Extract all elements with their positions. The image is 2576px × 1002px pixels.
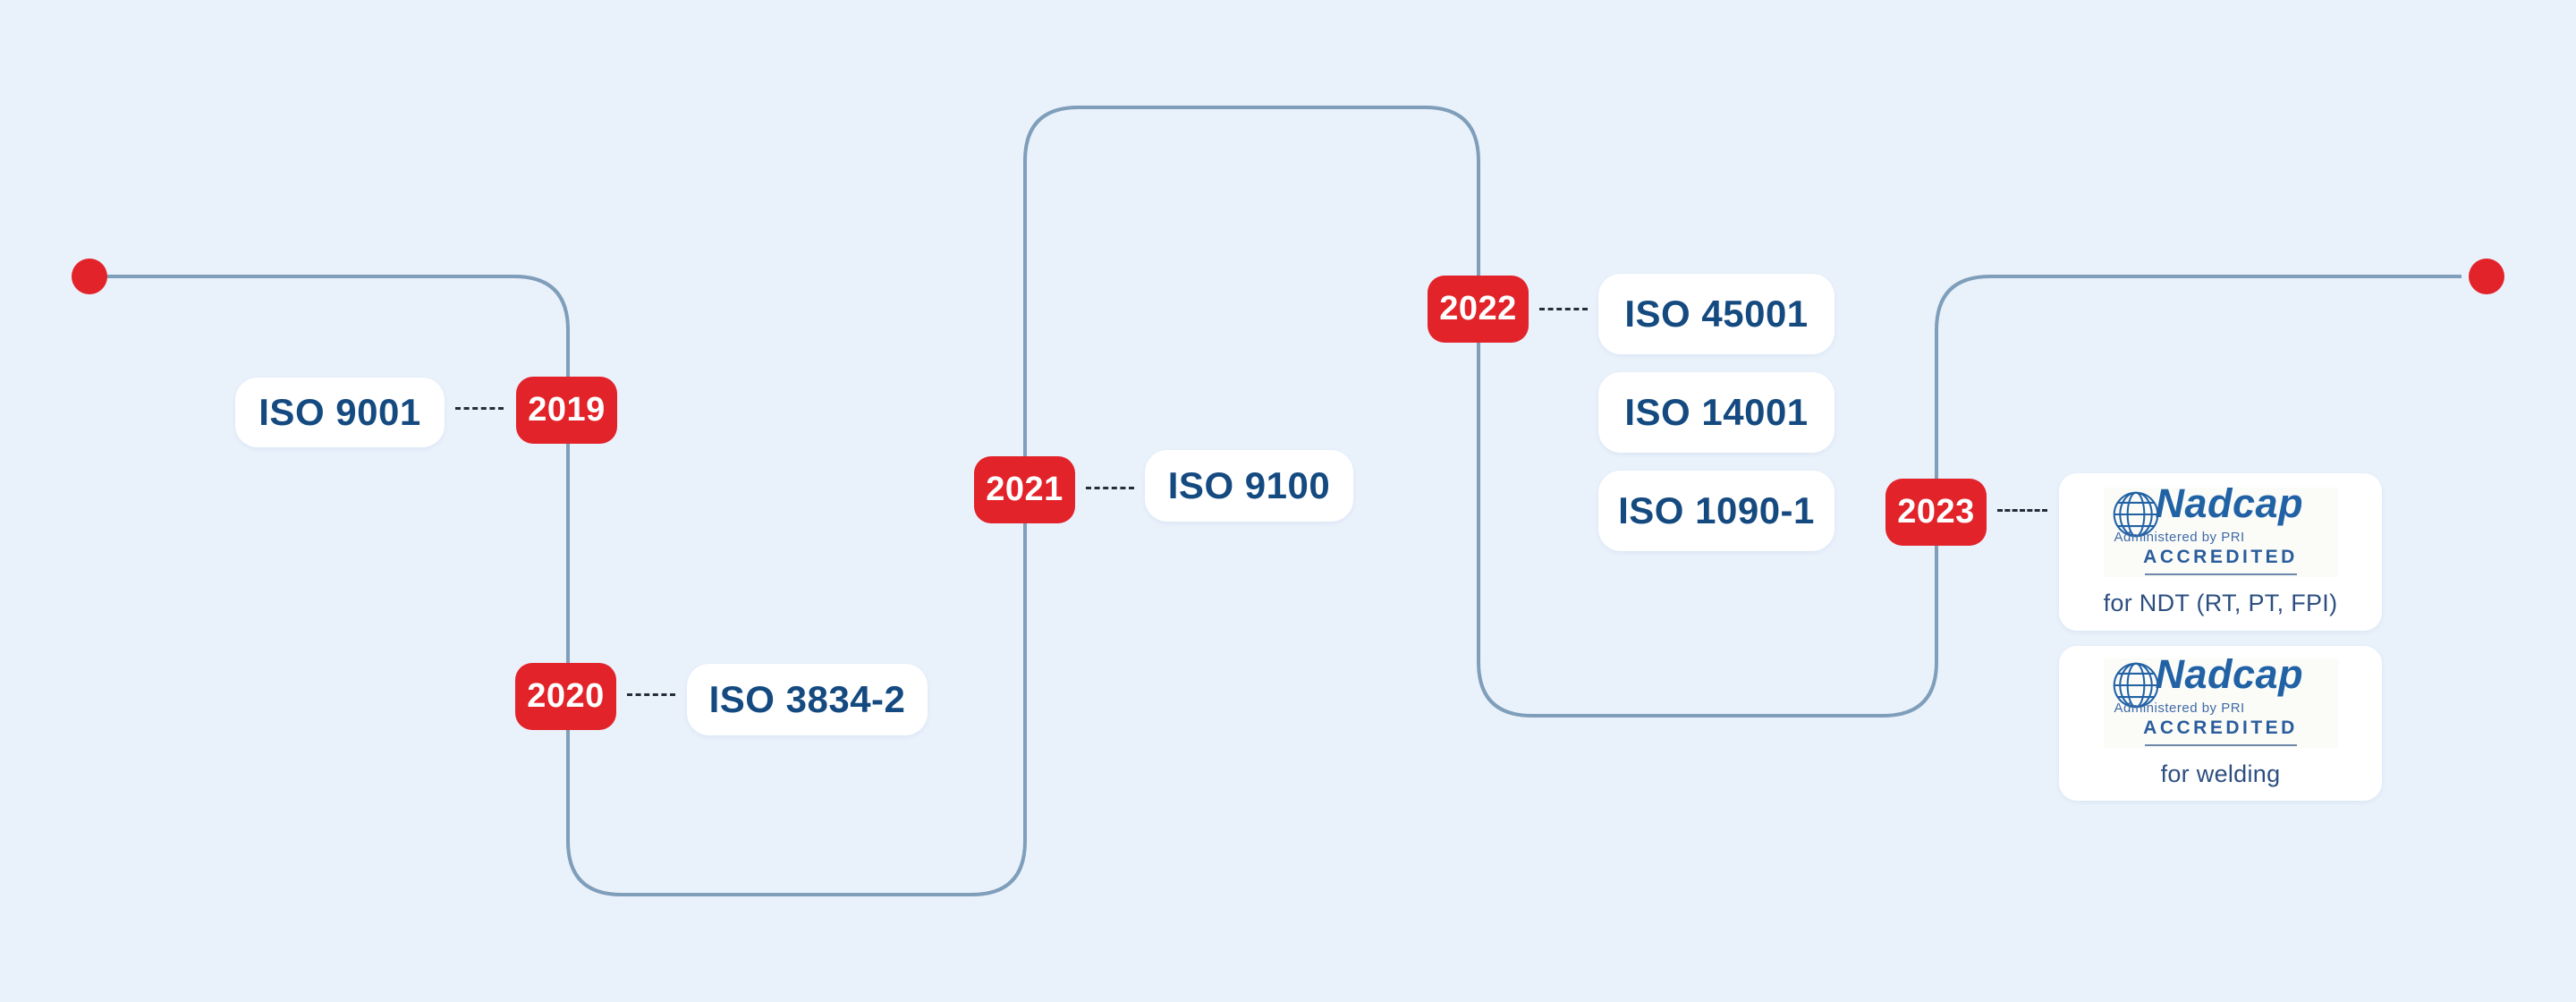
year-badge-2020: 2020: [515, 663, 616, 730]
nadcap-card-welding: Nadcap Administered by PRI ACCREDITED fo…: [2059, 646, 2382, 801]
nadcap-accredited-label: ACCREDITED: [2143, 546, 2298, 567]
year-badge-2019: 2019: [516, 377, 617, 444]
nadcap-wordmark: Nadcap: [2155, 480, 2304, 526]
nadcap-logo: Nadcap Administered by PRI ACCREDITED: [2103, 651, 2338, 748]
iso-card-14001: ISO 14001: [1598, 372, 1835, 453]
timeline-start-dot: [72, 259, 107, 294]
accredited-rule: [2144, 744, 2297, 746]
nadcap-card-ndt: Nadcap Administered by PRI ACCREDITED fo…: [2059, 473, 2382, 631]
connector-2021: [1086, 487, 1134, 489]
nadcap-logo: Nadcap Administered by PRI ACCREDITED: [2103, 480, 2338, 577]
iso-card-1090-1: ISO 1090-1: [1598, 471, 1835, 551]
connector-2019: [455, 407, 504, 410]
year-badge-2022: 2022: [1428, 276, 1529, 343]
globe-icon: [2113, 491, 2158, 537]
timeline-path: [89, 106, 2462, 896]
connector-2023: [1997, 509, 2047, 512]
nadcap-accredited-label: ACCREDITED: [2143, 718, 2298, 738]
iso-card-3834-2: ISO 3834-2: [687, 664, 928, 735]
nadcap-scope-ndt: for NDT (RT, PT, FPI): [2103, 589, 2338, 616]
iso-card-45001: ISO 45001: [1598, 274, 1835, 354]
nadcap-administered-by: Administered by PRI: [2114, 701, 2245, 716]
connector-2022: [1539, 308, 1588, 310]
year-badge-2023: 2023: [1885, 479, 1987, 546]
connector-2020: [627, 693, 675, 696]
timeline-end-dot: [2469, 259, 2504, 294]
iso-card-9100: ISO 9100: [1145, 450, 1353, 522]
nadcap-wordmark: Nadcap: [2155, 651, 2304, 697]
iso-card-9001: ISO 9001: [235, 378, 445, 447]
accredited-rule: [2144, 573, 2297, 575]
globe-icon: [2113, 662, 2158, 709]
nadcap-administered-by: Administered by PRI: [2114, 529, 2245, 545]
year-badge-2021: 2021: [974, 456, 1075, 523]
nadcap-scope-welding: for welding: [2160, 760, 2281, 787]
